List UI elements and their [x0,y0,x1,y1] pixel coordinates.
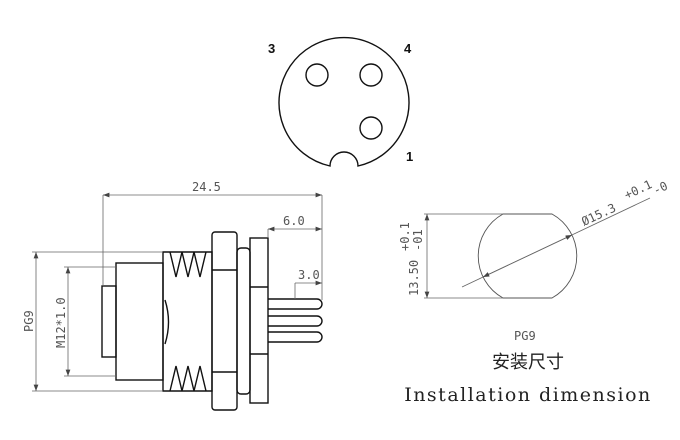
dim-overall-length: 24.5 [192,180,221,194]
dim-m12: M12*1.0 [54,297,68,348]
dim-rear-length: 6.0 [283,214,305,228]
pin-label-4: 4 [404,41,412,56]
caption-english: Installation dimension [404,384,652,406]
pin-hole-1 [359,116,383,140]
caption-chinese: 安装尺寸 [492,352,564,373]
pinout-face: 3 4 1 [268,36,413,167]
dim-flat-width: 13.50 [407,260,421,296]
dim-pin-length: 3.0 [298,268,320,282]
dim-flat-tol-lower: -01 [411,229,425,251]
dim-pg9: PG9 [22,310,36,332]
pin-hole-4 [359,63,383,87]
panel-cutout: 13.50 +0.1 -01 Ø15.3 +0.1 -0 PG9 [398,177,670,343]
dim-flat-tol-upper: +0.1 [398,222,412,251]
pin-label-3: 3 [268,41,275,56]
connector-side-view: 24.5 6.0 3.0 PG9 M12*1.0 [22,180,323,411]
cutout-thread-label: PG9 [514,329,536,343]
dim-dia-tol-lower: -0 [651,179,670,198]
pin-label-1: 1 [406,149,413,164]
dim-diameter: Ø15.3 [579,201,618,229]
pin-hole-3 [305,63,329,87]
